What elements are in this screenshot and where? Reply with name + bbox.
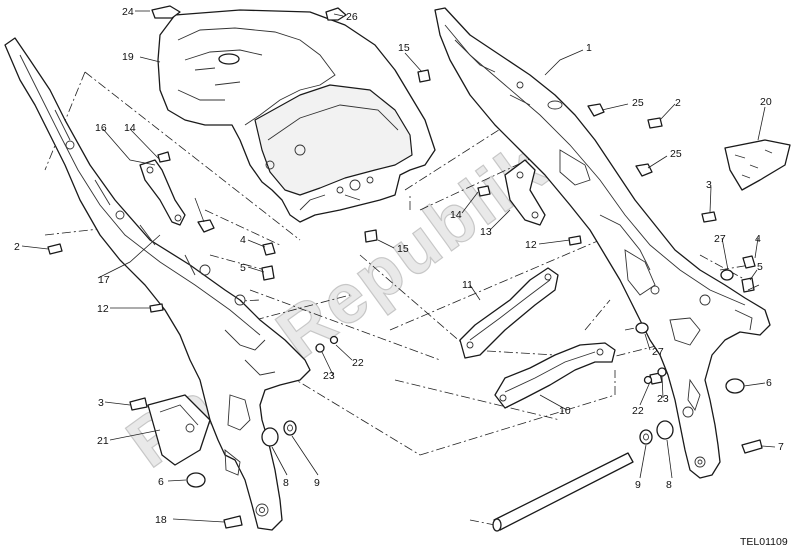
callout-27: 27 — [652, 346, 664, 358]
callout-25: 25 — [670, 148, 682, 160]
callout-2: 2 — [14, 241, 20, 253]
callout-16: 16 — [95, 122, 107, 134]
callout-9: 9 — [314, 477, 320, 489]
plate-20 — [724, 139, 791, 191]
callout-24: 24 — [122, 6, 134, 18]
callout-22: 22 — [352, 357, 364, 369]
callout-21: 21 — [97, 435, 109, 447]
bracket-10 — [494, 342, 616, 409]
callout-27: 27 — [714, 233, 726, 245]
callout-5: 5 — [240, 262, 246, 274]
callout-14: 14 — [124, 122, 136, 134]
callout-1: 1 — [586, 42, 592, 54]
callout-4: 4 — [755, 233, 761, 245]
callout-labels: 24 26 19 15 1 2 25 20 16 14 25 3 2 17 4 … — [14, 6, 784, 526]
leader-lines — [21, 10, 776, 523]
right-rear-subframe — [434, 7, 771, 479]
callout-3: 3 — [706, 179, 712, 191]
callout-10: 10 — [559, 405, 571, 417]
rod — [492, 452, 634, 532]
callout-20: 20 — [760, 96, 772, 108]
callout-6: 6 — [766, 377, 772, 389]
callout-23: 23 — [657, 393, 669, 405]
hardware — [47, 5, 763, 529]
callout-6: 6 — [158, 476, 164, 488]
seat-tray-19 — [157, 9, 436, 223]
callout-7: 7 — [778, 441, 784, 453]
callout-22: 22 — [632, 405, 644, 417]
drawing-code: TEL01109 — [740, 536, 788, 548]
bracket-11 — [459, 267, 559, 359]
callout-13: 13 — [480, 226, 492, 238]
callout-17: 17 — [98, 274, 110, 286]
bracket-16 — [139, 159, 186, 226]
callout-25: 25 — [632, 97, 644, 109]
callout-18: 18 — [155, 514, 167, 526]
callout-19: 19 — [122, 51, 134, 63]
callout-11: 11 — [462, 279, 473, 291]
callout-12: 12 — [97, 303, 109, 315]
callout-8: 8 — [283, 477, 289, 489]
callout-3: 3 — [98, 397, 104, 409]
callout-5: 5 — [757, 261, 763, 273]
callout-15: 15 — [397, 243, 409, 255]
callout-8: 8 — [666, 479, 672, 491]
callout-14: 14 — [450, 209, 462, 221]
callout-15: 15 — [398, 42, 410, 54]
left-rear-subframe — [4, 37, 311, 531]
plate-21 — [147, 394, 211, 466]
callout-4: 4 — [240, 234, 246, 246]
bracket-13 — [504, 159, 546, 226]
callout-2: 2 — [675, 97, 681, 109]
callout-26: 26 — [346, 11, 358, 23]
callout-9: 9 — [635, 479, 641, 491]
callout-12: 12 — [525, 239, 537, 251]
callout-23: 23 — [323, 370, 335, 382]
